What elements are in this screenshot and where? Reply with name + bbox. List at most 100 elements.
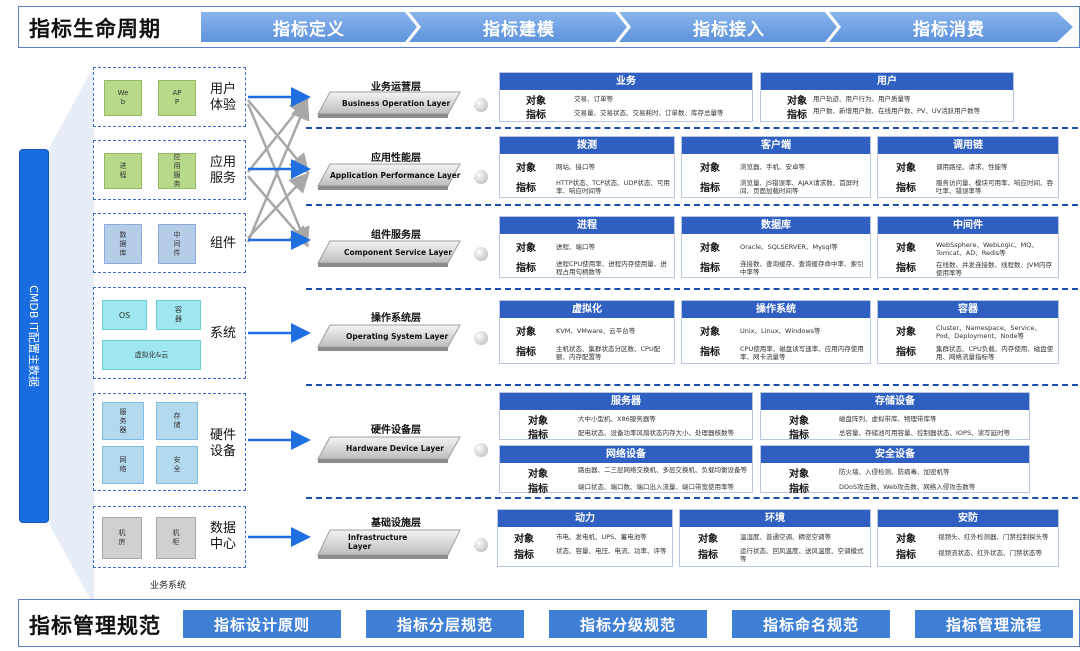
cell-app: AP P: [158, 80, 196, 116]
stage-consume[interactable]: 指标消费: [913, 19, 985, 40]
standard-design-principles[interactable]: 指标设计原则: [183, 610, 341, 638]
object-label: 对象: [787, 96, 807, 107]
metric-label: 指标: [526, 110, 546, 121]
object-value: 用户轨迹、用户行为、用户质量等: [813, 95, 911, 103]
cell-text: OS: [118, 310, 131, 320]
object-label: 对象: [526, 96, 546, 107]
metric-label: 指标: [698, 550, 718, 561]
metric-label: 指标: [789, 430, 809, 441]
group-label: 应用 服务: [210, 155, 237, 186]
metric-value: 视频流状态、红外状态、门禁状态等: [938, 549, 1042, 557]
layer-title-os: 操作系统层: [371, 313, 421, 324]
object-label: 对象: [896, 163, 916, 174]
stage-define[interactable]: 指标定义: [273, 19, 345, 40]
card-head: 动力: [498, 510, 672, 527]
group-system: OS 容 器 虚拟化&云 系统: [93, 287, 246, 379]
card-database: 数据库 对象 Oracle、SQLSERVER、Mysql等 指标 连接数、查询…: [681, 216, 871, 278]
card-server: 服务器 对象 大中小型机、X86服务器等 指标 配电状态、设备功率风扇状态内存大…: [499, 392, 753, 441]
card-head: 安全设备: [761, 446, 1029, 463]
object-value: KVM、VMware、云平台等: [556, 327, 636, 335]
cell-middleware: 中 间 件: [158, 224, 196, 264]
card-head: 容器: [878, 301, 1058, 318]
cell-text: We b: [117, 89, 129, 106]
object-label: 对象: [896, 534, 916, 545]
layer-dot: [474, 247, 488, 261]
metric-value: 进程CPU使用率、进程内存使用量、进程占用句柄数等: [556, 260, 667, 276]
card-virtualization: 虚拟化 对象 KVM、VMware、云平台等 指标 主机状态、集群状态分区数、C…: [499, 300, 675, 364]
layer-en-os: Operating System Layer: [346, 332, 449, 341]
cell-server: 服 务 器: [102, 402, 144, 440]
cell-storage: 存 储: [156, 402, 198, 440]
cell-text: 存 储: [173, 412, 181, 429]
cell-security: 安 全: [156, 446, 198, 484]
cell-text: 中 间 件: [173, 230, 181, 257]
object-label: 对象: [700, 327, 720, 338]
card-client: 客户端 对象 浏览器、手机、安卓等 指标 浏览量、JS错误率、AJAX请求数、首…: [681, 136, 871, 198]
object-value: 调用路径、请求、性能等: [936, 163, 1008, 171]
cell-text: AP P: [172, 89, 182, 106]
object-label: 对象: [514, 534, 534, 545]
metric-value: CPU使用率、磁盘读写速率、应用内存使用率、网卡流量等: [740, 345, 864, 361]
cell-machine-room: 机 房: [102, 517, 142, 559]
object-label: 对象: [516, 243, 536, 254]
layer-dot: [474, 443, 488, 457]
card-head: 中间件: [878, 217, 1058, 234]
card-head: 网络设备: [500, 446, 752, 463]
standard-layering[interactable]: 指标分层规范: [366, 610, 524, 638]
object-label: 对象: [789, 469, 809, 480]
object-value: 磁盘阵列、虚拟带库、物理带库等: [839, 415, 937, 423]
object-value: 温湿度、普通空调、精密空调等: [740, 533, 831, 541]
cmdb-label: CMDB IT配置主数据: [27, 285, 40, 387]
cell-process: 进 程: [104, 153, 142, 189]
object-value: 网站、接口等: [556, 163, 595, 171]
cmdb-bar: CMDB IT配置主数据: [20, 150, 48, 522]
metric-value: 交易量、交易状态、交易耗时、订单数、库存总量等: [574, 109, 724, 117]
layer-separator: [306, 288, 1078, 290]
metric-label: 指标: [896, 550, 916, 561]
layer-separator: [306, 127, 1078, 129]
cell-container: 容 器: [156, 300, 201, 330]
object-value: 进程、端口等: [556, 243, 595, 251]
group-hardware: 服 务 器 存 储 网 络 安 全 硬件 设备: [93, 393, 246, 491]
metric-label: 指标: [528, 484, 548, 495]
card-head: 调用链: [878, 137, 1058, 154]
layer-title-application: 应用性能层: [371, 153, 421, 164]
standard-naming[interactable]: 指标命名规范: [732, 610, 890, 638]
cell-network: 网 络: [102, 446, 144, 484]
card-head: 数据库: [682, 217, 870, 234]
metric-value: 服务访问量、模块可用率、响应时间、吞吐率、错误率等: [936, 179, 1053, 195]
metric-label: 指标: [896, 263, 916, 274]
object-label: 对象: [700, 163, 720, 174]
stage-model[interactable]: 指标建模: [483, 19, 555, 40]
layer-separator: [306, 384, 1078, 386]
layer-title-component: 组件服务层: [371, 230, 421, 241]
stage-ingest[interactable]: 指标接入: [693, 19, 765, 40]
object-value: 路由器、二三层网络交换机、多层交换机、负载均衡设备等: [578, 466, 747, 474]
metric-value: DDoS攻击数、Web攻击数、网络入侵攻击数等: [839, 483, 976, 491]
object-label: 对象: [516, 163, 536, 174]
standard-grading[interactable]: 指标分级规范: [549, 610, 707, 638]
layer-separator: [306, 497, 1078, 499]
object-label: 对象: [700, 243, 720, 254]
object-value: Unix、Linux、Windows等: [740, 327, 821, 335]
group-user-experience: We b AP P 用户 体验: [93, 67, 246, 127]
card-head: 业务: [500, 73, 752, 90]
layer-en-application: Application Performance Layer: [330, 171, 461, 180]
cell-text: 安 全: [173, 456, 181, 473]
cell-text: 机 房: [118, 529, 126, 546]
metric-label: 指标: [789, 484, 809, 495]
management-standards: 指标管理规范 指标设计原则 指标分层规范 指标分级规范 指标命名规范 指标管理流…: [18, 599, 1080, 647]
stage-arrow-strip: [201, 12, 1073, 42]
card-user: 用户 对象 用户轨迹、用户行为、用户质量等 指标 用户数、新增用户数、在线用户数…: [760, 72, 1014, 122]
cell-text: 容 器: [175, 306, 182, 323]
layer-dot: [474, 98, 488, 112]
object-label: 对象: [789, 416, 809, 427]
standard-process[interactable]: 指标管理流程: [915, 610, 1073, 638]
metric-value: 集群状态、CPU负载、内存使用、磁盘使用、网络流量指标等: [936, 345, 1054, 361]
object-label: 对象: [516, 327, 536, 338]
business-system-label: 业务系统: [150, 581, 187, 591]
metric-label: 指标: [896, 183, 916, 194]
layer-title-infrastructure: 基础设施层: [371, 518, 421, 529]
group-label: 硬件 设备: [210, 428, 237, 459]
card-middleware: 中间件 对象 WebSsphere、WebLogic、MQ、Tomcat、AD、…: [877, 216, 1059, 278]
